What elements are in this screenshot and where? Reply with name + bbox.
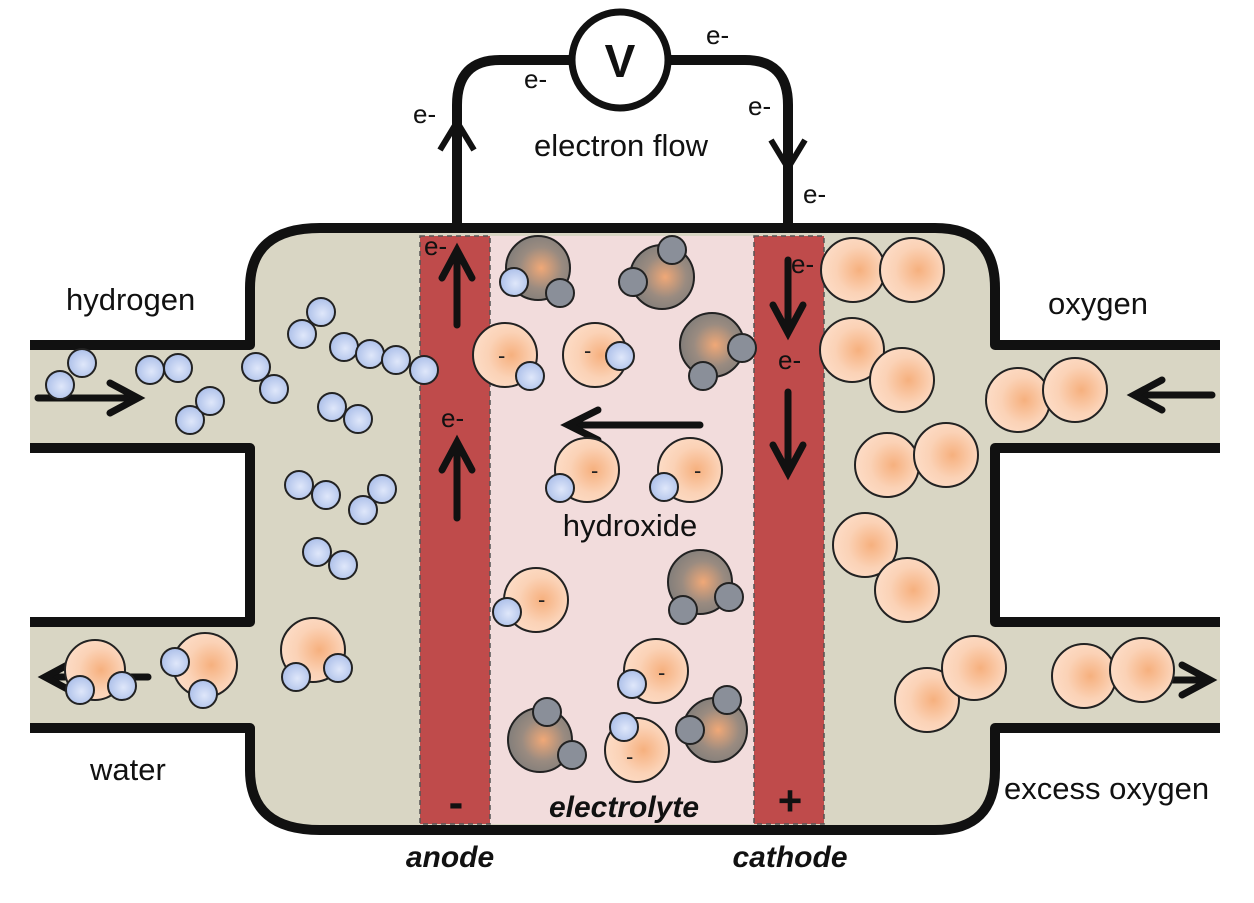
hydrogen-molecule (175, 386, 225, 435)
svg-text:-: - (658, 660, 665, 685)
oxygen-molecule (832, 512, 940, 623)
hydrogen-molecule (329, 332, 385, 369)
cathode-down-arrow-icon (769, 388, 807, 481)
hydroxide-ion: - (604, 712, 670, 783)
hydrogen-label: hydrogen (66, 282, 195, 317)
hydrogen-molecule (135, 353, 193, 385)
cathode-sign: + (778, 777, 803, 824)
hydroxide-ion: - (562, 322, 635, 388)
water-label: water (89, 752, 166, 787)
anode-label: anode (406, 841, 494, 874)
oxygen-label: oxygen (1048, 286, 1148, 321)
voltmeter-icon (568, 8, 672, 112)
hydroxide-ions: - - - - - - - (472, 322, 723, 783)
anode-sign: - (449, 778, 464, 827)
hydroxide-ion: - (545, 437, 620, 503)
hydroxide-ion: - (649, 437, 723, 503)
circuit-wire (452, 55, 793, 228)
hydrogen-molecule (241, 352, 289, 404)
svg-text:-: - (694, 458, 701, 483)
water-molecule (507, 697, 587, 773)
hydroxide-ion: - (617, 638, 689, 704)
oxygen-molecule (894, 635, 1007, 733)
svg-text:-: - (538, 587, 545, 612)
electron-label: e- (524, 64, 547, 94)
anode-up-arrow-icon (438, 242, 476, 329)
hydrogen-molecule (287, 297, 336, 349)
hydroxide-ion: - (492, 567, 569, 633)
cathode-label: cathode (732, 841, 847, 874)
electron-label: e- (441, 403, 464, 433)
svg-text:-: - (591, 458, 598, 483)
water-molecule (160, 632, 238, 709)
voltmeter-label: V (605, 35, 636, 87)
outlines (30, 223, 1220, 835)
hydrogen-molecule (284, 470, 341, 510)
electron-label: e- (424, 231, 447, 261)
water-molecule (618, 235, 695, 310)
hydrogen-molecule (348, 474, 397, 525)
cathode-wire-arrow-icon (768, 138, 808, 174)
water-molecule (679, 312, 757, 391)
water-molecule (675, 685, 748, 763)
product-water-molecules (64, 617, 353, 709)
hydrogen-molecule (381, 345, 439, 385)
water-molecules (499, 235, 757, 773)
electron-label: e- (778, 345, 801, 375)
svg-text:-: - (584, 338, 591, 363)
oxygen-molecule (985, 357, 1108, 433)
anode-up-arrow-icon (438, 434, 476, 522)
water-molecule (499, 235, 575, 308)
oxygen-molecule (820, 237, 945, 303)
water-molecule (280, 617, 353, 692)
hydrogen-molecule (302, 537, 358, 580)
oxygen-molecule (1051, 637, 1175, 709)
svg-text:-: - (498, 343, 505, 368)
electron-labels: e- e- e- e- e- e- e- e- e- (413, 20, 826, 433)
hydroxide-left-arrow-icon (560, 406, 704, 444)
hydroxide-label: hydroxide (563, 508, 697, 543)
electron-label: e- (791, 249, 814, 279)
oxygen-molecule (819, 317, 935, 413)
electron-label: e- (413, 99, 436, 129)
svg-text:-: - (626, 744, 633, 769)
oxygen-molecules (819, 237, 1175, 733)
hydrogen-molecules (45, 297, 439, 580)
electron-label: e- (748, 91, 771, 121)
hydrogen-molecule (317, 392, 373, 434)
electron-label: e- (803, 179, 826, 209)
anode-electrode (419, 235, 491, 825)
electron-flow-label: electron flow (534, 128, 709, 163)
cathode-down-arrow-icon (769, 256, 807, 341)
electron-label: e- (706, 20, 729, 50)
anode-wire-arrow-icon (437, 116, 477, 152)
water-molecule (64, 639, 137, 705)
water-molecule (667, 549, 744, 625)
oxygen-molecule (854, 422, 979, 498)
text-labels: electron flow hydrogen oxygen water exce… (66, 128, 1209, 874)
hydroxide-ion: - (472, 322, 545, 391)
electrolyte-label: electrolyte (549, 791, 699, 824)
excess-oxygen-label: excess oxygen (1004, 771, 1209, 806)
oxygen-in-arrow-icon (1126, 376, 1216, 414)
external-circuit: V (437, 8, 808, 228)
hydrogen-molecule (45, 348, 97, 400)
